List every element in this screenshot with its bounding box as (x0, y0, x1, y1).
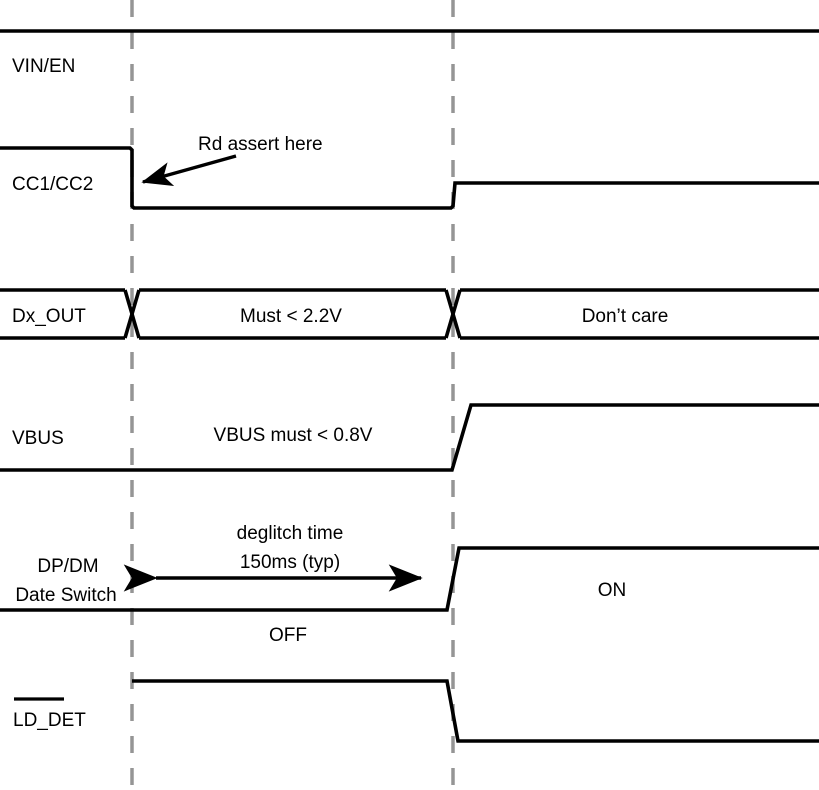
annotation-deglitch-line2: 150ms (typ) (240, 552, 340, 573)
signal-label-ld-det: LD_DET (13, 710, 86, 731)
dp-dm-state-off: OFF (269, 625, 307, 646)
waveform-vbus (0, 403, 819, 472)
signal-label-data-switch: Date Switch (15, 585, 116, 606)
signal-label-vbus: VBUS (12, 428, 64, 449)
annotation-rd-assert (141, 154, 237, 187)
annotation-rd-assert-label: Rd assert here (198, 134, 323, 155)
signal-label-dx-out: Dx_OUT (12, 306, 86, 327)
waveform-cc1-cc2 (0, 146, 819, 210)
vbus-annotation-label: VBUS must < 0.8V (214, 425, 373, 446)
waveform-ld-det (132, 679, 819, 743)
waveform-dx-out (0, 288, 819, 340)
signal-label-cc1-cc2: CC1/CC2 (12, 174, 93, 195)
dx-out-segment-label-1: Must < 2.2V (240, 306, 342, 327)
signal-label-dp-dm: DP/DM (37, 556, 98, 577)
dp-dm-state-on: ON (598, 580, 627, 601)
dx-out-segment-label-2: Don’t care (582, 306, 669, 327)
waveform-dp-dm-data-switch (0, 546, 819, 612)
annotation-deglitch-line1: deglitch time (237, 523, 344, 544)
signal-label-vin-en: VIN/EN (12, 56, 75, 77)
